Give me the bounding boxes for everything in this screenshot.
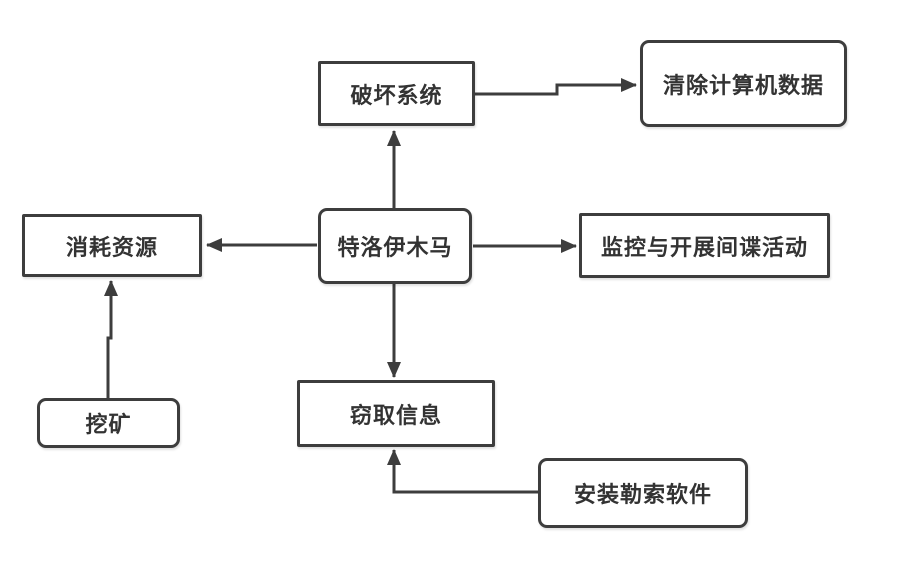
node-steal-information-label: 窃取信息 <box>349 402 442 428</box>
node-install-ransomware: 安装勒索软件 <box>538 458 748 528</box>
node-trojan-horse: 特洛伊木马 <box>318 208 472 284</box>
node-wipe-computer-data: 清除计算机数据 <box>640 40 847 127</box>
node-consume-resources: 消耗资源 <box>22 214 202 277</box>
node-wipe-computer-data-label: 清除计算机数据 <box>662 72 824 98</box>
node-spy-activities-label: 监控与开展间谍活动 <box>600 234 808 260</box>
edge-mine-to-consume-arrow <box>104 280 118 399</box>
node-spy-activities: 监控与开展间谍活动 <box>579 213 830 278</box>
node-destroy-system-label: 破坏系统 <box>350 82 443 108</box>
node-mining-label: 挖矿 <box>85 412 132 437</box>
edge-destroy-to-wipe-arrow <box>475 78 637 96</box>
node-steal-information: 窃取信息 <box>297 380 495 447</box>
node-destroy-system: 破坏系统 <box>318 61 475 126</box>
edge-ransom-to-steal-arrow <box>387 449 539 494</box>
node-mining: 挖矿 <box>37 398 180 448</box>
node-install-ransomware-label: 安装勒索软件 <box>573 482 712 507</box>
node-consume-resources-label: 消耗资源 <box>65 234 158 260</box>
node-trojan-horse-label: 特洛伊木马 <box>337 235 453 260</box>
